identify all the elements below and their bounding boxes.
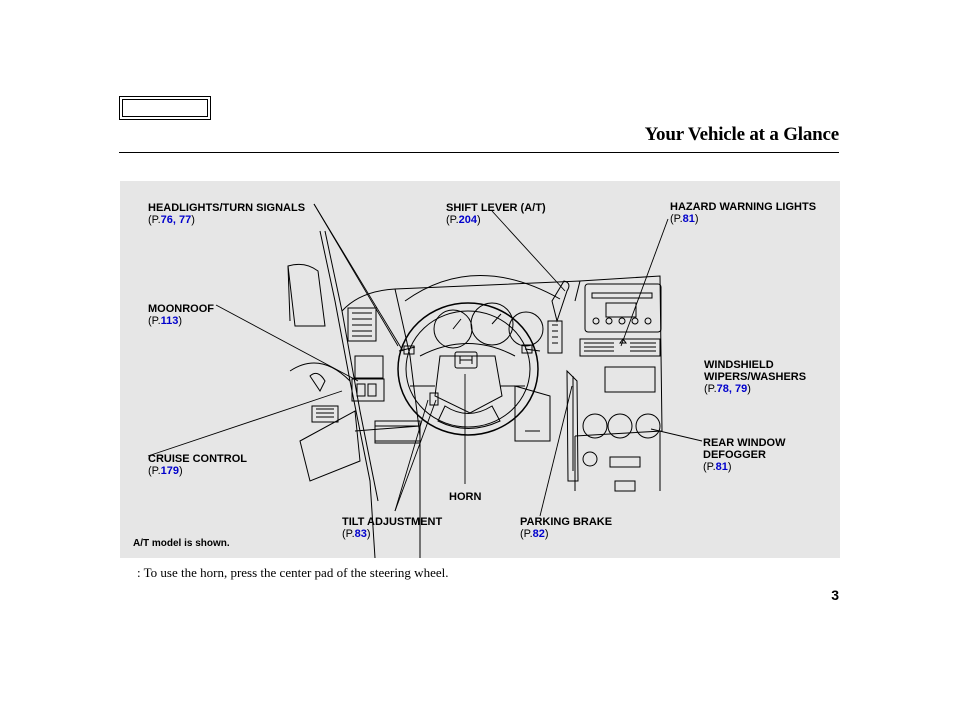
title-divider [119, 152, 839, 153]
callout-windshield-wipers: WINDSHIELD WIPERS/WASHERS (P.78, 79) [704, 359, 807, 395]
dashboard-illustration [147, 203, 703, 558]
page-number: 3 [831, 587, 839, 603]
page-ref-link[interactable]: 81 [715, 461, 728, 473]
callout-tilt-adjustment: TILT ADJUSTMENT (P.83) [342, 516, 443, 540]
callout-rear-window-defogger: REAR WINDOW DEFOGGER (P.81) [703, 437, 786, 473]
dashboard-illustration-panel: HEADLIGHTS/TURN SIGNALS (P.76, 77) SHIFT… [120, 181, 840, 558]
page-ref-link[interactable]: 83 [354, 528, 367, 540]
callout-hazard-warning-lights: HAZARD WARNING LIGHTS (P.81) [670, 201, 817, 225]
page-ref-link[interactable]: 82 [532, 528, 545, 540]
model-note: A/T model is shown. [133, 538, 230, 549]
callout-moonroof: MOONROOF (P.113) [148, 303, 214, 327]
callout-headlights-turn-signals: HEADLIGHTS/TURN SIGNALS (P.76, 77) [148, 202, 306, 226]
section-tab-box [119, 96, 211, 120]
page-ref-link[interactable]: 179 [160, 465, 179, 477]
callout-horn: HORN [449, 491, 482, 503]
horn-footnote: : To use the horn, press the center pad … [137, 565, 449, 580]
page-title: Your Vehicle at a Glance [644, 124, 840, 145]
page-ref-link[interactable]: 81 [682, 213, 695, 225]
callout-parking-brake: PARKING BRAKE (P.82) [520, 516, 613, 540]
callout-shift-lever: SHIFT LEVER (A/T) (P.204) [446, 202, 546, 226]
page-ref-link[interactable]: 76, 77 [160, 214, 192, 226]
page-ref-link[interactable]: 113 [160, 315, 179, 327]
callout-cruise-control: CRUISE CONTROL (P.179) [148, 453, 247, 477]
page-ref-link[interactable]: 204 [458, 214, 477, 226]
page-ref-link[interactable]: 78, 79 [716, 383, 748, 395]
